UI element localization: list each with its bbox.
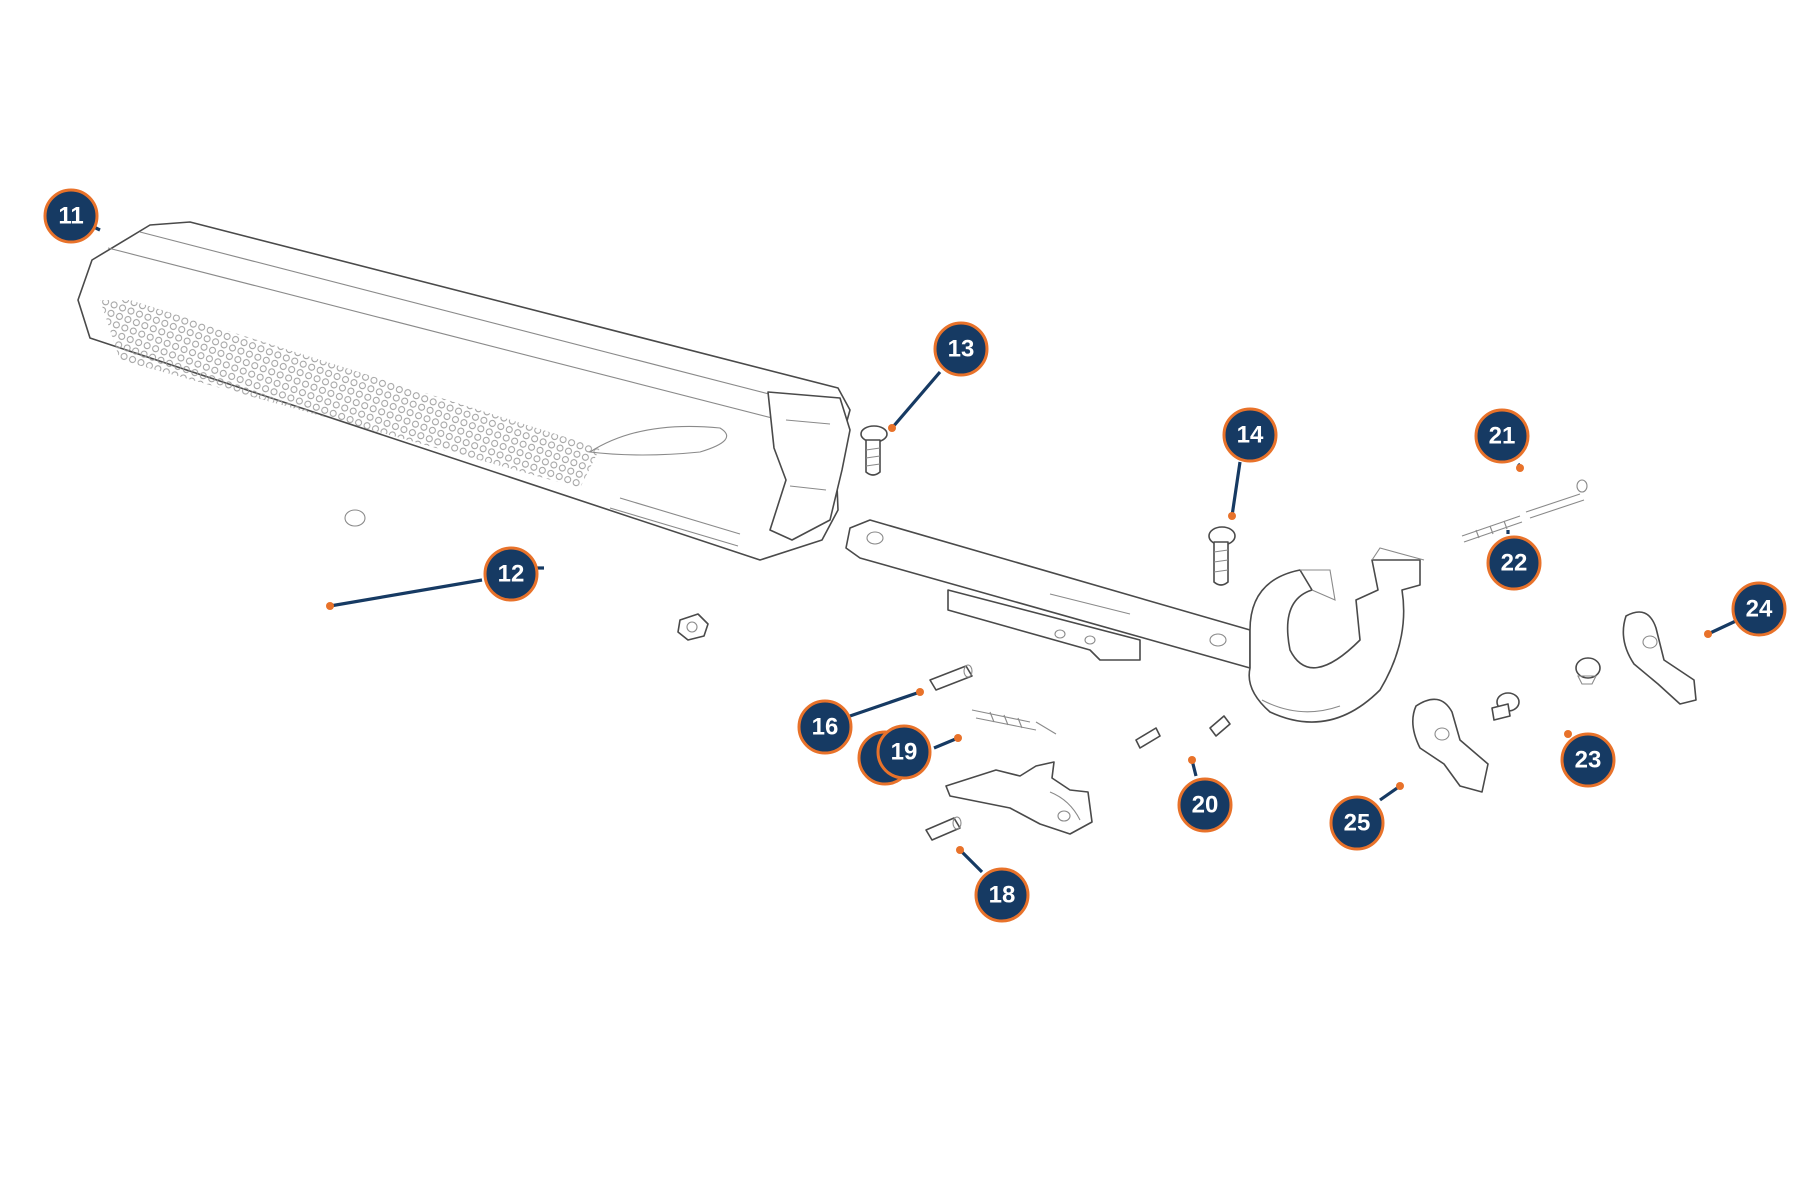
callout-13[interactable]: 13 (933, 321, 989, 377)
forend-part (77, 221, 851, 561)
stud-part (1491, 657, 1601, 721)
cam-25-part (1412, 698, 1489, 793)
callout-14[interactable]: 14 (1222, 407, 1278, 463)
callout-22[interactable]: 22 (1486, 535, 1542, 591)
callouts: 11 12 13 14 21 22 24 16 (43, 188, 1787, 923)
svg-text:19: 19 (891, 739, 918, 766)
svg-text:24: 24 (1746, 596, 1773, 623)
pin-18-part (925, 816, 962, 841)
screw-14-part (1208, 526, 1236, 586)
pins-20-part (1135, 715, 1231, 749)
callout-16[interactable]: 16 (797, 699, 853, 755)
leader-anchors (326, 424, 1712, 854)
parts-artwork (77, 221, 1697, 841)
svg-text:16: 16 (812, 714, 839, 741)
forend-iron-part (845, 519, 1425, 723)
latch-part (945, 761, 1093, 835)
svg-text:22: 22 (1501, 550, 1528, 577)
callout-23[interactable]: 23 (1560, 732, 1616, 788)
callout-18[interactable]: 18 (974, 867, 1030, 923)
svg-text:18: 18 (989, 882, 1016, 909)
spring-19-part (971, 709, 1057, 735)
forend-nut-part (344, 509, 709, 641)
callout-24[interactable]: 24 (1731, 581, 1787, 637)
callout-21[interactable]: 21 (1474, 408, 1530, 464)
pin-16-part (929, 664, 973, 691)
callout-12[interactable]: 12 (483, 546, 539, 602)
callout-20[interactable]: 20 (1177, 777, 1233, 833)
svg-text:25: 25 (1344, 810, 1371, 837)
svg-text:20: 20 (1192, 792, 1219, 819)
svg-text:21: 21 (1489, 423, 1516, 450)
callout-25[interactable]: 25 (1329, 795, 1385, 851)
screw-13-part (860, 425, 888, 476)
svg-text:14: 14 (1237, 422, 1264, 449)
svg-text:12: 12 (498, 561, 525, 588)
svg-text:11: 11 (58, 203, 83, 230)
svg-text:13: 13 (948, 336, 975, 363)
leader-lines (70, 214, 1739, 874)
callout-11[interactable]: 11 (43, 188, 99, 244)
plate-24-part (1622, 611, 1697, 705)
callout-19[interactable]: 19 (876, 724, 932, 780)
svg-text:23: 23 (1575, 747, 1602, 774)
spring-21-22-part (1461, 479, 1588, 543)
